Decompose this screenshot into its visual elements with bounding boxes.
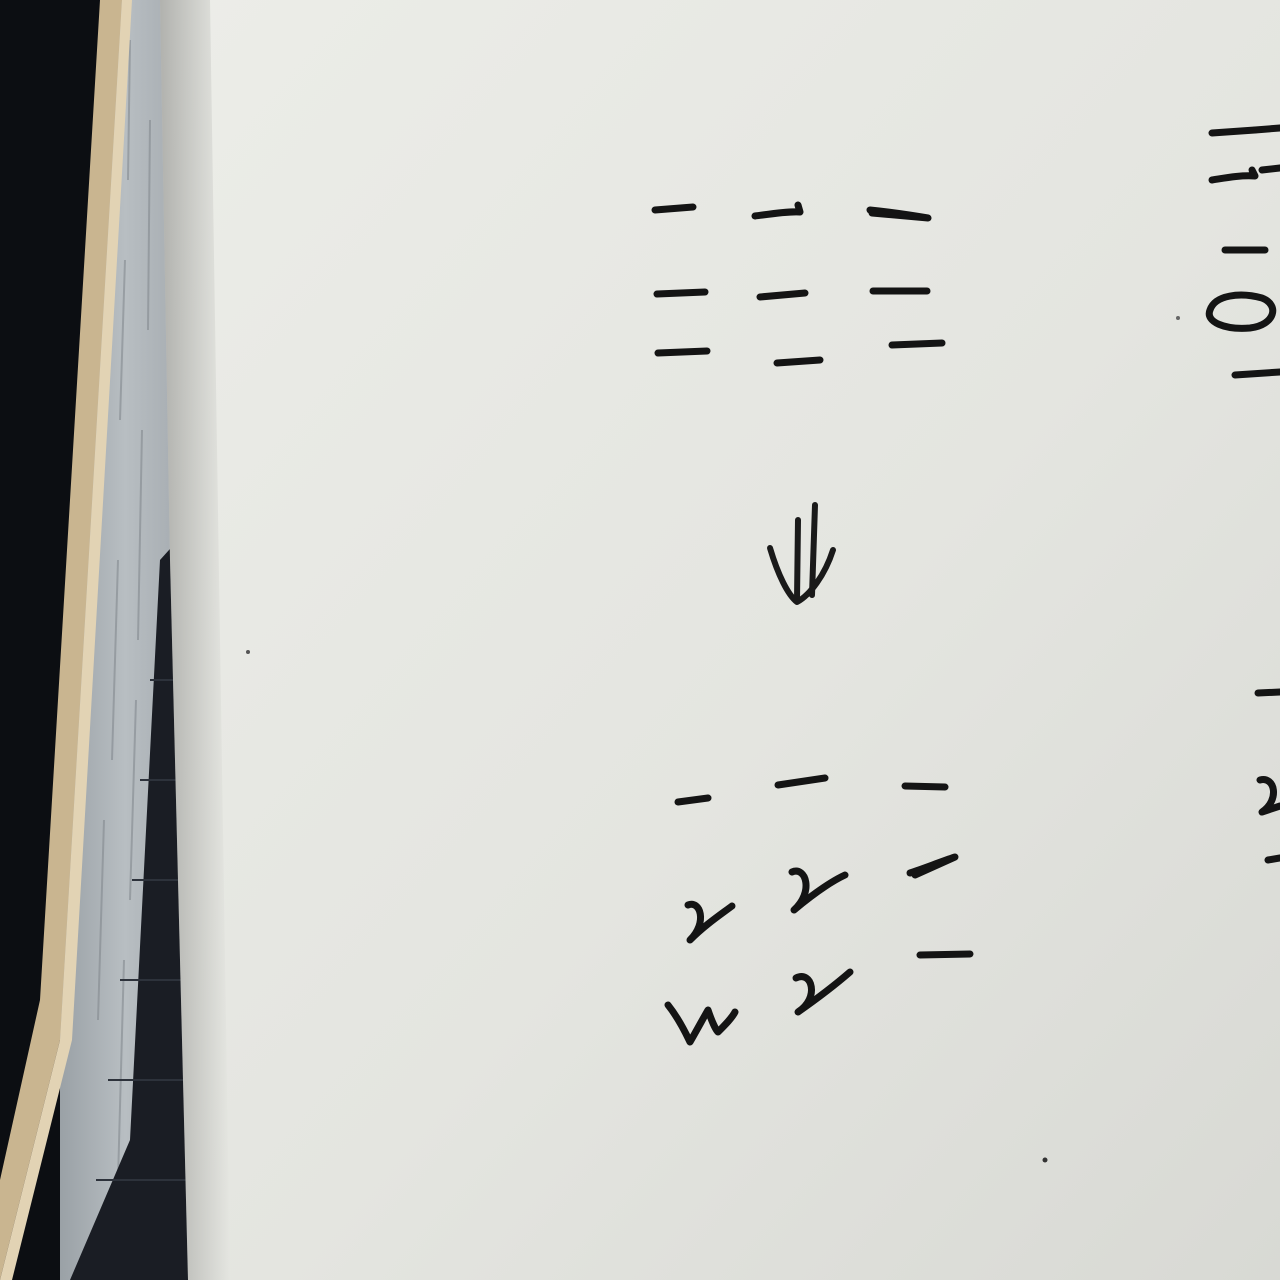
digit-2 [792, 968, 854, 1016]
digit-1 [916, 950, 974, 959]
digit-1 [774, 774, 829, 789]
digit-1 [654, 347, 711, 357]
digit-1 [866, 206, 932, 222]
binder-spine [70, 540, 190, 1280]
bottom-grid [664, 774, 974, 1046]
digit-1 [674, 794, 712, 806]
paper-speck [246, 650, 250, 654]
paper-speck [1176, 316, 1180, 320]
paper-edge-shadow [160, 0, 230, 1280]
binder-texture [96, 679, 186, 1181]
digit-2 [788, 867, 849, 914]
right-edge-fragments [1205, 124, 1280, 864]
wood-grain [97, 39, 151, 1181]
digit-1 [773, 356, 824, 367]
digit-3 [664, 1001, 739, 1046]
digit-1 [888, 339, 946, 349]
top-grid [651, 201, 946, 367]
digit-1 [751, 201, 804, 220]
paper-sheet [160, 0, 1280, 1280]
digit-1 [756, 289, 809, 301]
digit-1 [906, 853, 959, 879]
digit-1 [901, 782, 949, 791]
digit-1 [653, 288, 709, 298]
paper-speck [1042, 1157, 1048, 1163]
digit-2 [684, 900, 736, 944]
frame-trim [0, 0, 122, 1280]
digit-1 [651, 203, 697, 214]
frame-trim-highlight [0, 0, 132, 1280]
down-double-arrow-icon [767, 502, 836, 605]
